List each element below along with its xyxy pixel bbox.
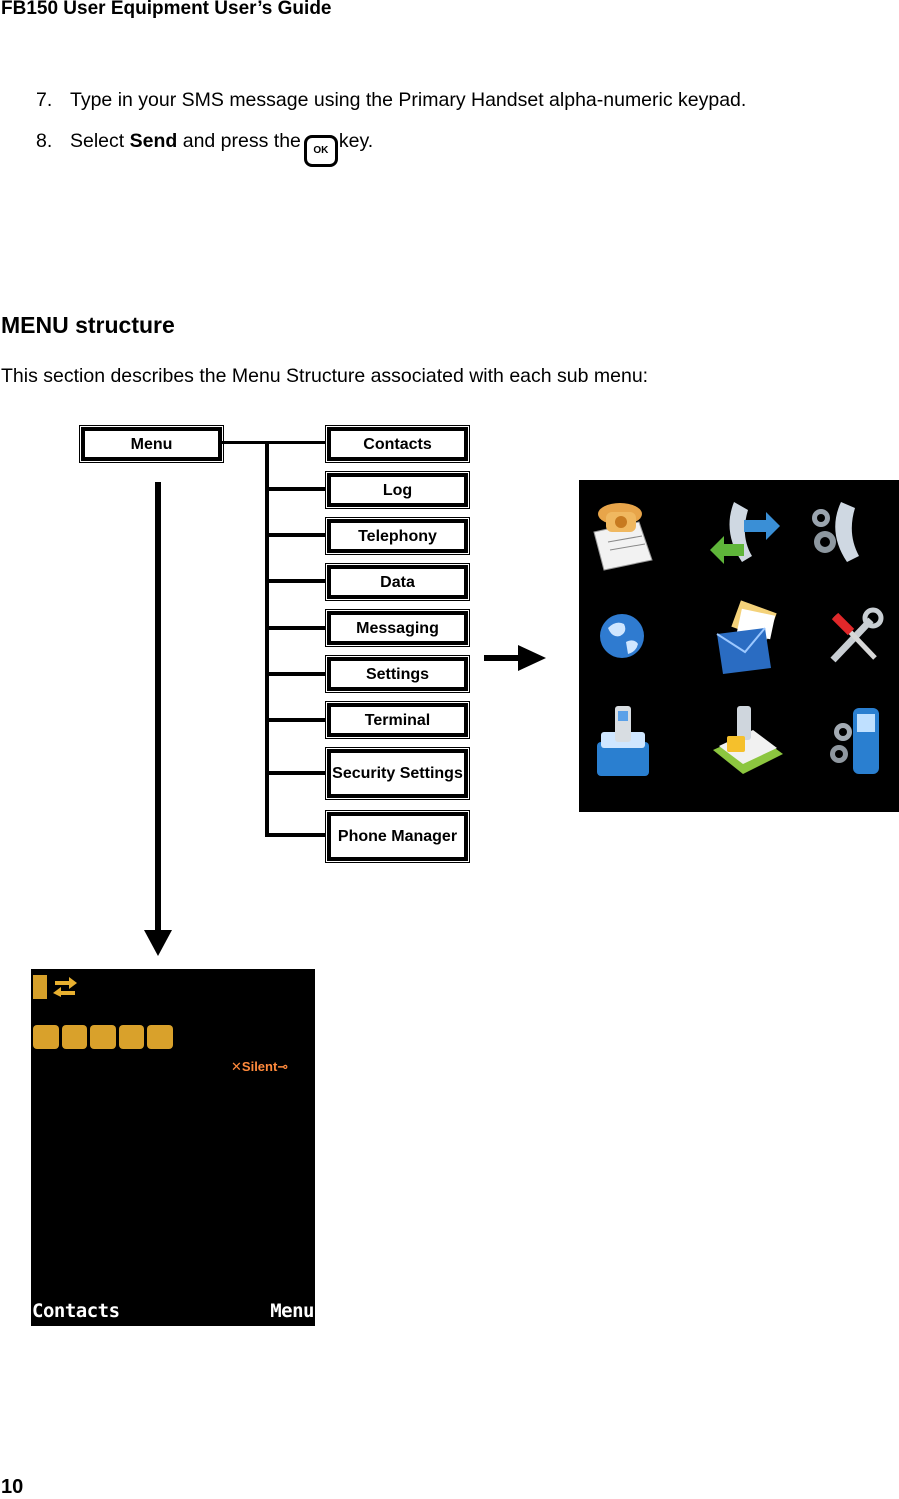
connector-line [265,487,327,491]
phone-idle-screen: ✕Silent⊸ Contacts Menu [31,969,315,1326]
menu-box-security-settings: Security Settings [327,749,468,798]
section-title: MENU structure [1,312,175,338]
connector-line [222,441,327,444]
connector-trunk [265,441,269,837]
menu-box-log: Log [327,473,468,507]
arrow-right-shaft [484,655,520,661]
call-log-icon [704,492,784,572]
softkey-contacts[interactable]: Contacts [32,1300,120,1322]
menu-box-data: Data [327,565,468,599]
status-icons-row [33,1025,173,1051]
security-icon [707,702,787,782]
silent-label: Silent [241,1059,278,1074]
contacts-shortcut-icon [33,1025,59,1049]
connector-line [265,533,327,537]
menu-box-phone-manager: Phone Manager [327,812,468,861]
connector-line [265,833,327,837]
key-icon: ⊸ [277,1059,289,1074]
step-number: 8. [36,130,53,152]
step-text: and press the [177,130,301,152]
softkey-menu[interactable]: Menu [270,1300,314,1322]
send-label: Send [129,130,178,152]
step-text: Type in your SMS message using the Prima… [70,89,747,111]
transfer-arrows-icon [51,975,79,997]
menu-box-telephony: Telephony [327,519,468,553]
message-shortcut-icon [118,1025,145,1049]
lock-shortcut-icon [147,1025,173,1049]
connector-line [265,771,327,775]
telephony-settings-icon [801,492,881,572]
arrow-down-shaft [155,482,161,932]
silent-status: ✕Silent⊸ [231,1059,288,1075]
menu-box-contacts: Contacts [327,427,468,461]
arrow-right-icon [518,645,546,671]
log-shortcut-icon [61,1025,88,1049]
messaging-icon [709,598,789,678]
phone-manager-icon [823,702,899,782]
main-menu-icon-grid [579,480,899,812]
step-text: Select [70,130,130,152]
signal-icon [33,975,47,999]
arrow-down-icon [144,930,172,956]
phonebook-icon [584,492,664,572]
tools-icon [817,598,897,678]
menu-box-terminal: Terminal [327,703,468,737]
mute-icon: ✕ [231,1059,242,1074]
document-header-title: FB150 User Equipment User’s Guide [1,0,332,19]
step-7: 7. Type in your SMS message using the Pri… [36,89,746,112]
globe-icon [584,598,664,678]
connector-line [265,718,327,722]
section-intro: This section describes the Menu Structur… [1,365,649,387]
menu-box-settings: Settings [327,657,468,691]
display-shortcut-icon [90,1025,116,1049]
terminal-icon [587,702,667,782]
step-text: key. [338,130,374,152]
menu-box-messaging: Messaging [327,611,468,645]
menu-box-root: Menu [81,427,222,461]
step-number: 7. [36,89,53,111]
connector-line [265,579,327,583]
ok-key-icon: OK [303,135,338,167]
connector-line [265,672,327,676]
page-number: 10 [1,1476,24,1498]
connector-line [265,626,327,630]
